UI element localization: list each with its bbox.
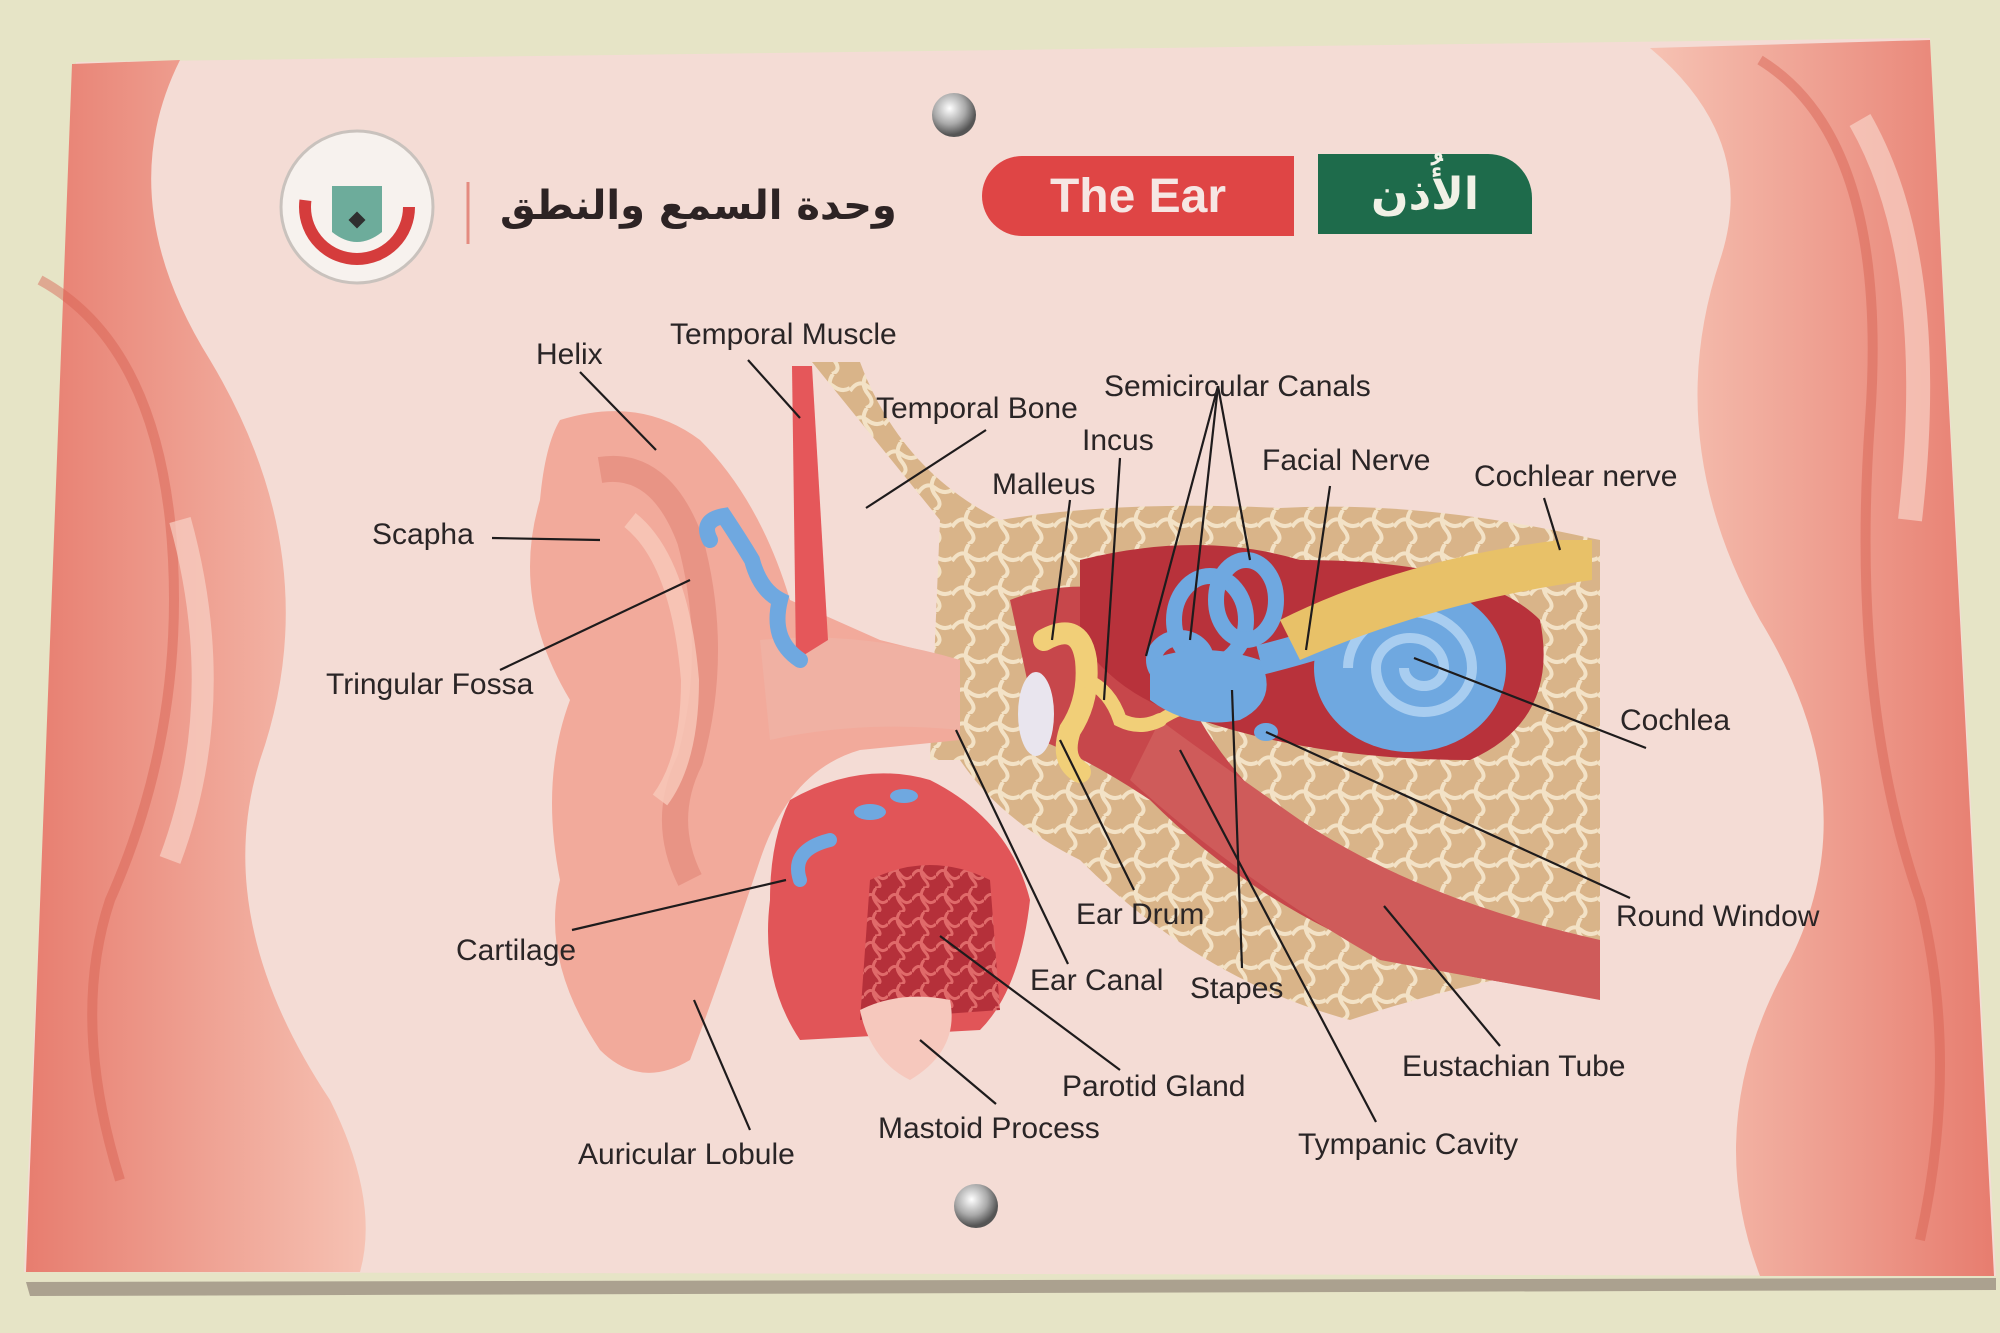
label-cartilage: Cartilage [456,934,577,967]
ear-canal-shape [760,637,960,740]
auricle-cartilage-blue [699,507,808,668]
label-ear-canal: Ear Canal [1030,964,1164,997]
label-round-window: Round Window [1616,900,1820,933]
cochlear-nerve-shape [1280,540,1592,660]
label-cochlea: Cochlea [1620,704,1731,737]
auricle [530,411,960,1073]
label-parotid-gland: Parotid Gland [1062,1070,1246,1103]
hospital-logo-icon [279,129,435,285]
title-english: The Ear [982,156,1294,236]
incus-shape [1079,673,1167,732]
eustachian-tube-shape [1130,720,1600,1000]
label-temporal-bone: Temporal Bone [876,392,1078,425]
label-helix: Helix [536,338,603,371]
label-tringular-fossa: Tringular Fossa [326,668,534,701]
label-tympanic-cavity: Tympanic Cavity [1298,1128,1519,1161]
top-screw [932,93,976,137]
label-scapha: Scapha [372,518,474,551]
label-temporal-muscle: Temporal Muscle [670,318,897,351]
label-malleus: Malleus [992,468,1096,501]
label-facial-nerve: Facial Nerve [1262,444,1431,477]
temporal-muscle-shape [792,366,828,660]
label-mastoid-process: Mastoid Process [878,1112,1100,1145]
label-incus: Incus [1082,424,1154,457]
label-stapes: Stapes [1190,972,1284,1005]
label-auricular-lobule: Auricular Lobule [578,1138,795,1171]
label-ear-drum: Ear Drum [1076,898,1205,931]
bottom-screw [954,1184,998,1228]
ear-drum-shape [1018,672,1054,756]
label-cochlear-nerve: Cochlear nerve [1474,460,1678,493]
unit-title-arabic: وحدة السمع والنطق [500,183,897,229]
leader-lines [491,359,1647,1131]
label-semicircular-canals: Semicircular Canals [1104,370,1371,403]
label-eustachian-tube: Eustachian Tube [1402,1050,1626,1083]
mastoid-process-shape [860,996,952,1080]
title-arabic: الأُذن [1318,154,1532,234]
